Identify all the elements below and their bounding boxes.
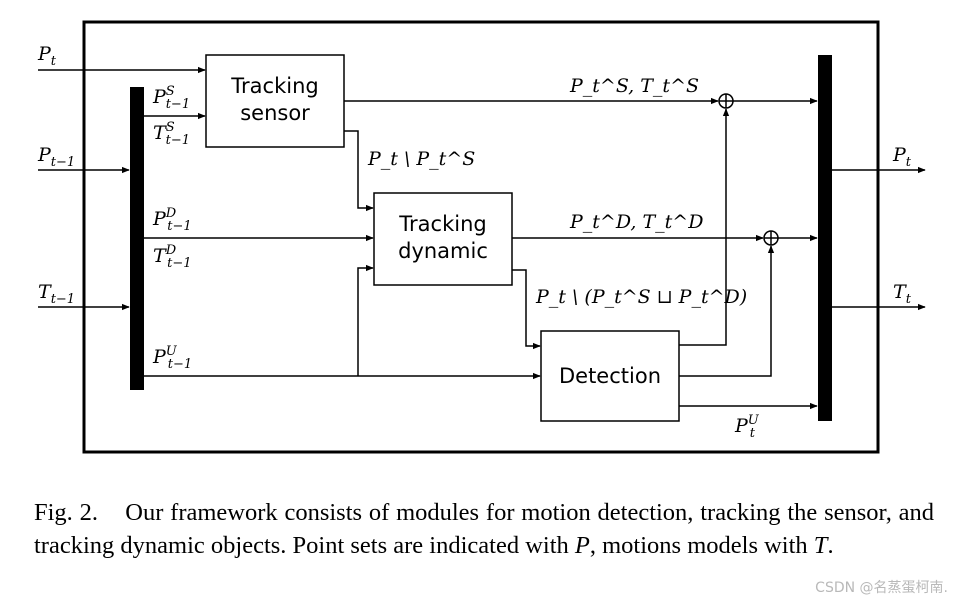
label-dynamic-residual: P_t \ (P_t^S ⊔ P_t^D) <box>535 286 747 308</box>
caption-var-p: P <box>574 532 590 559</box>
arrow-branch-to-dynamic <box>357 264 374 376</box>
arrow-sensor-residual <box>344 130 374 212</box>
label-pt-output: Pt <box>892 144 912 170</box>
tracking-sensor-label-line2: sensor <box>240 101 310 125</box>
arrow-detection-to-sum-sensor <box>679 108 730 346</box>
label-sensor-residual: P_t \ P_t^S <box>367 148 475 170</box>
tracking-sensor-label-line1: Tracking <box>230 74 318 98</box>
caption-var-t: T <box>813 532 828 559</box>
left-split-bar <box>130 87 144 390</box>
arrow-detection-to-sum-dynamic <box>679 245 775 377</box>
arrow-dynamic-residual <box>512 269 541 350</box>
figure-label: Fig. 2. <box>34 499 98 526</box>
tracking-sensor-box <box>205 54 345 148</box>
figure-caption: Fig. 2. Our framework consists of module… <box>34 496 934 562</box>
label-sensor-output: P_t^S, T_t^S <box>569 75 699 97</box>
outer-frame <box>82 20 880 454</box>
caption-text-1: Our framework consists of modules for mo… <box>34 499 935 559</box>
tracking-dynamic-label-line2: dynamic <box>398 239 488 263</box>
caption-text-2: , motions models with <box>589 532 814 559</box>
caption-text-3: . <box>827 532 834 559</box>
framework-diagram: Tracking sensor Tracking dynamic Detecti… <box>37 20 926 454</box>
label-pt-input: Pt <box>37 43 57 69</box>
label-pt1-input: Pt−1 <box>37 144 75 170</box>
label-dynamic-output: P_t^D, T_t^D <box>569 211 703 233</box>
tracking-dynamic-label-line1: Tracking <box>398 212 486 236</box>
label-tt1-input: Tt−1 <box>38 281 75 307</box>
watermark: CSDN @名蒸蛋柯南. <box>815 580 948 596</box>
label-tt-output: Tt <box>893 281 912 307</box>
detection-label: Detection <box>559 364 661 388</box>
tracking-dynamic-box <box>373 192 513 286</box>
right-merge-bar <box>818 55 832 421</box>
